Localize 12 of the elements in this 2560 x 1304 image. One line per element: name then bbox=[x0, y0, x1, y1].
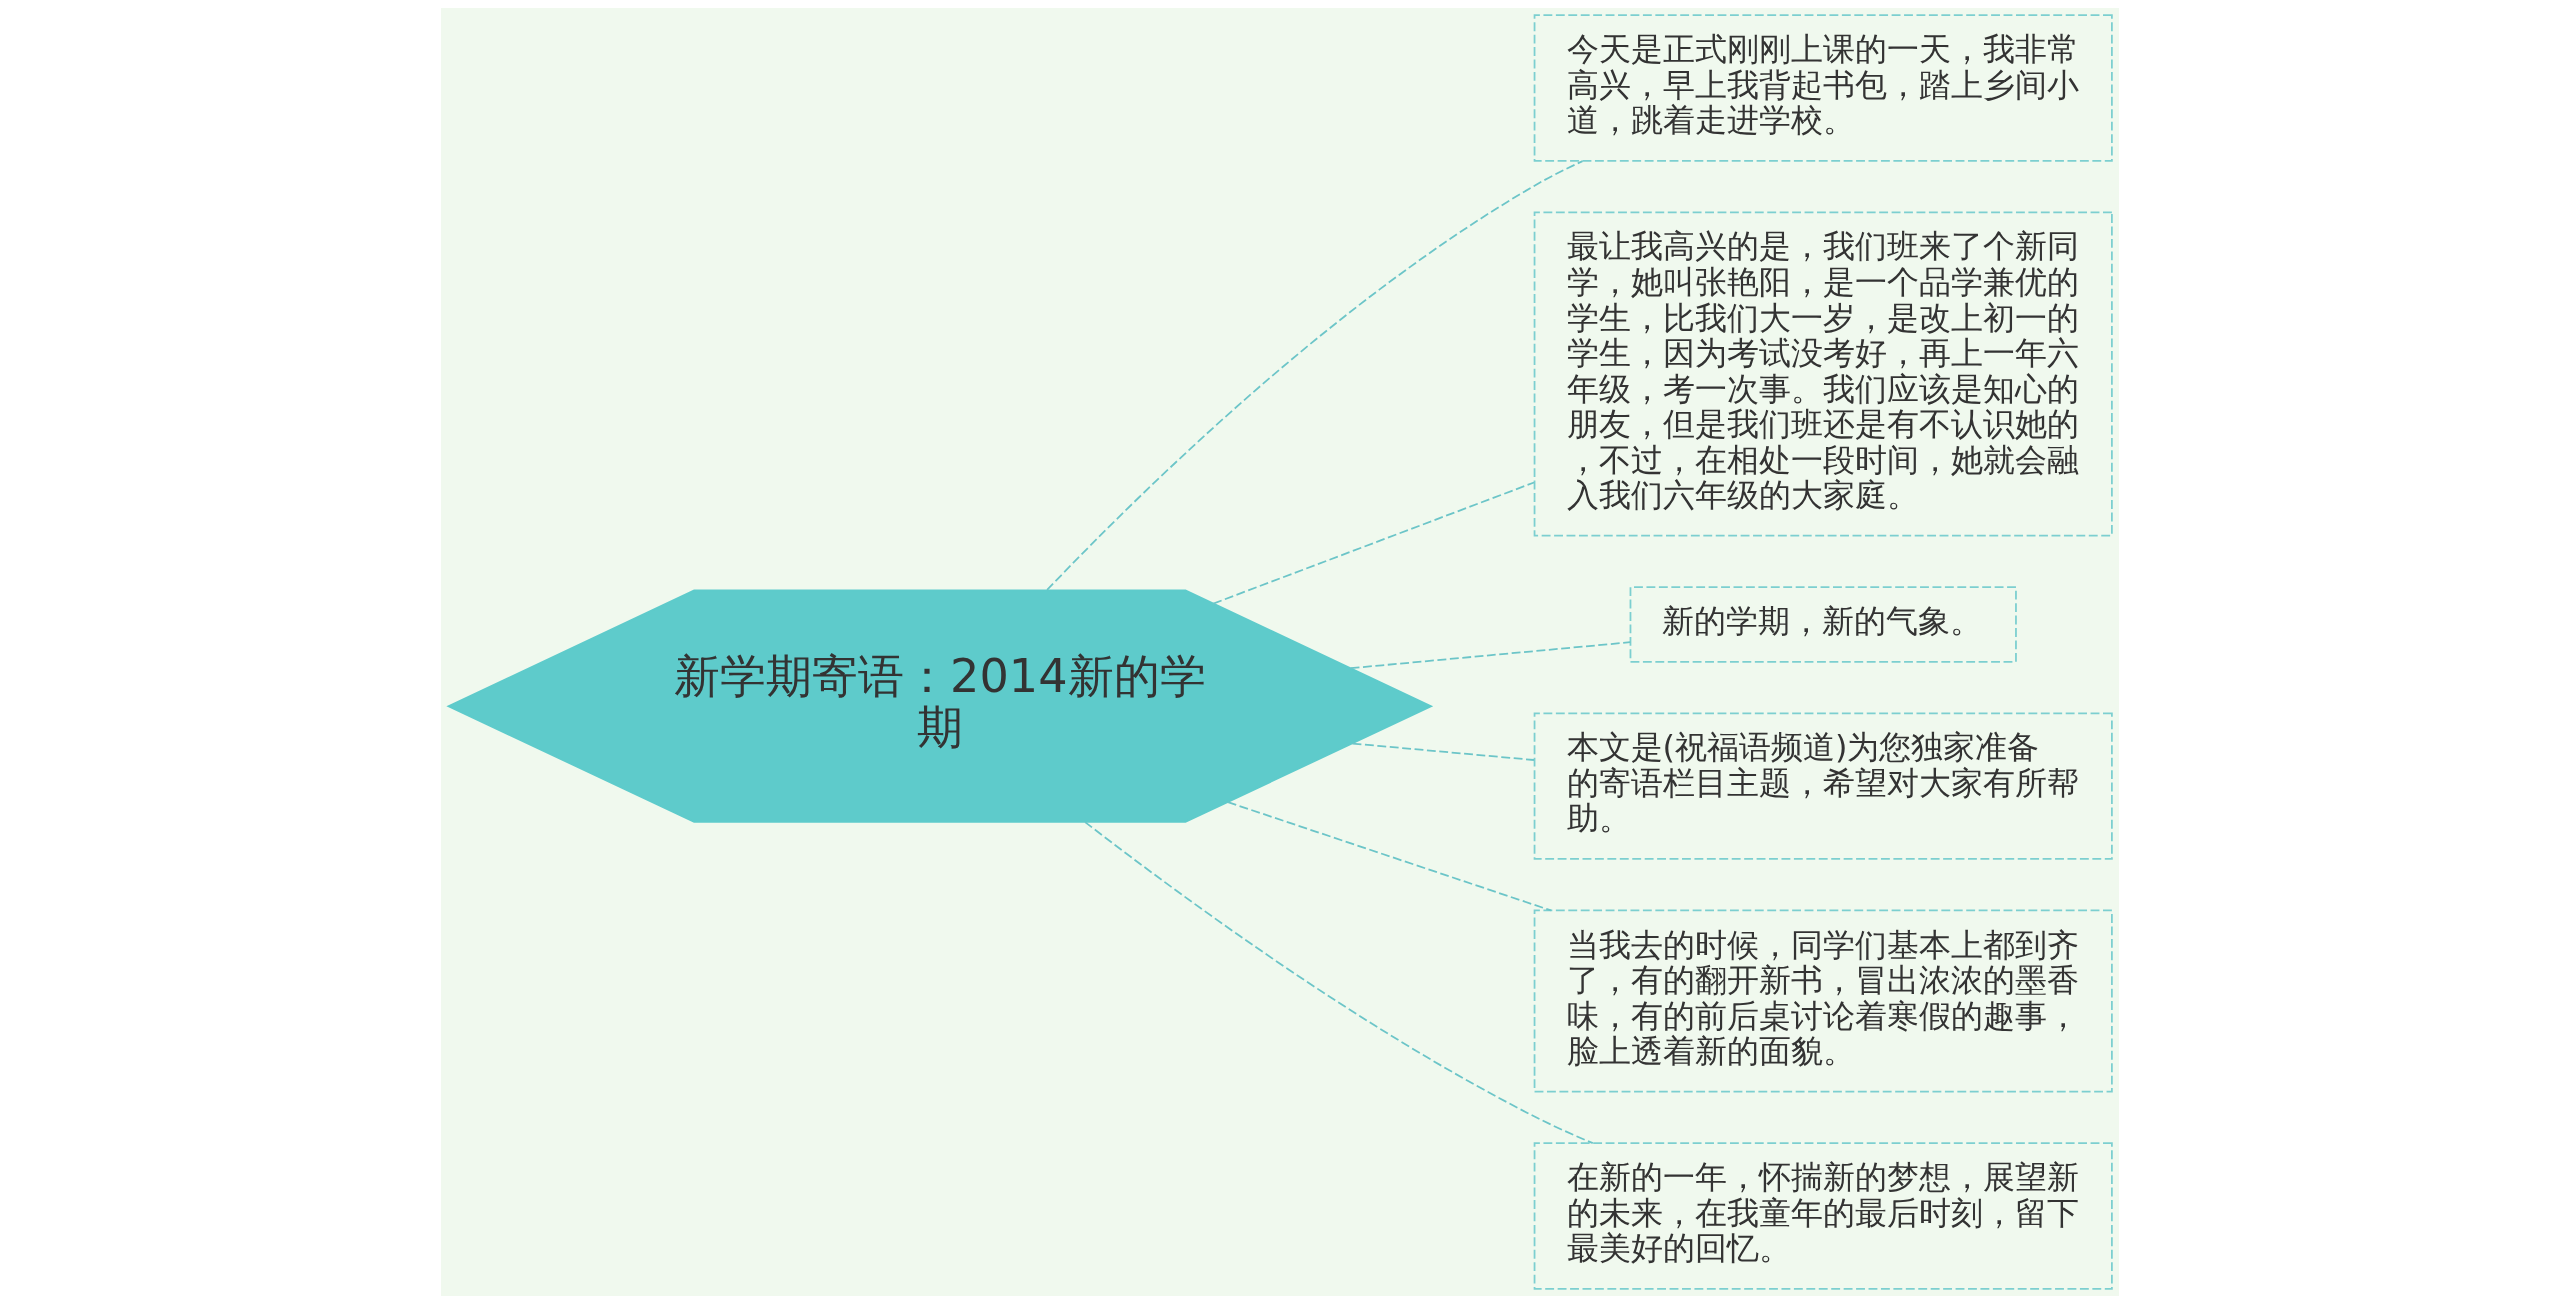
connector bbox=[1212, 481, 1535, 605]
node-box: 当我去的时候，同学们基本上都到齐了，有的翻开新书，冒出浓浓的墨香味，有的前后桌讨论着寒假的趣事，脸上透着新的面貌。 bbox=[1533, 909, 2113, 1093]
connector bbox=[1046, 160, 1584, 591]
node-box: 新的学期，新的气象。 bbox=[1629, 586, 2017, 663]
node-box: 本文是(祝福语频道)为您独家准备的寄语栏目主题，希望对大家有所帮助。 bbox=[1533, 712, 2113, 860]
node-box: 今天是正式刚刚上课的一天，我非常高兴，早上我背起书包，踏上乡间小道，跳着走进学校。 bbox=[1533, 14, 2113, 162]
node-box: 最让我高兴的是，我们班来了个新同学，她叫张艳阳，是一个品学兼优的学生，比我们大一岁，是改上初一的学生，因为考试没考好，再上一年六年级，考一次事。我们应该是知心的朋友，但是我们班还是有不认识她的，不过，在相处一段时间，她就会融入我们六年级的大家庭。 bbox=[1533, 211, 2113, 537]
connector bbox=[1349, 641, 1632, 670]
connector bbox=[1084, 821, 1594, 1145]
connector bbox=[1351, 742, 1535, 761]
node-box: 在新的一年，怀揣新的梦想，展望新的未来，在我童年的最后时刻，留下最美好的回忆。 bbox=[1533, 1142, 2113, 1290]
connector bbox=[1226, 801, 1552, 912]
